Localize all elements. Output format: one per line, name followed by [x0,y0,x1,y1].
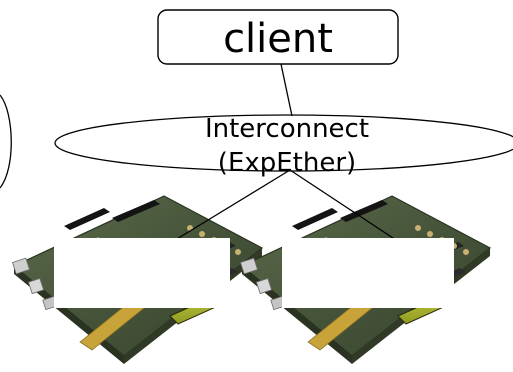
link-to-right-board [289,169,397,241]
client-label: client [223,16,333,62]
interconnect-label-line1: Interconnect [205,114,369,144]
client-box [157,9,399,65]
interconnect-ellipse [54,114,513,172]
client-interconnect-link [280,63,293,117]
interconnect-label-line2: (ExpEther) [218,148,356,178]
left-cropped-shape [0,94,12,189]
link-to-left-board [171,169,291,243]
fpga-board-right-label-area [282,238,454,308]
fpga-board-left-label-area [54,238,230,308]
